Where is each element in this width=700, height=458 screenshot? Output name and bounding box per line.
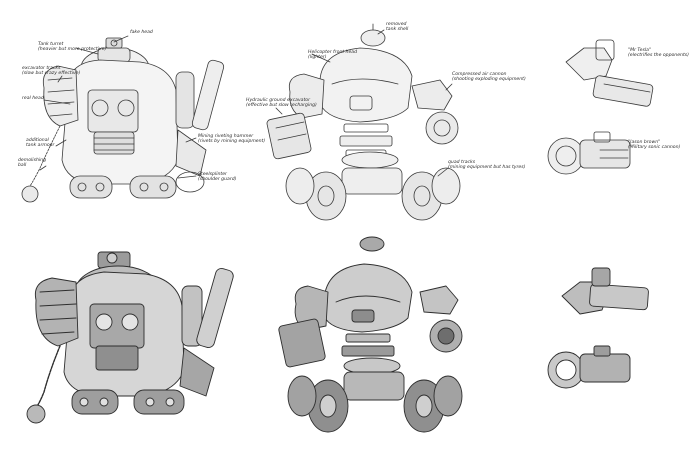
annotation-real-head: real head: [22, 96, 44, 101]
annotation-removed-tank-shell: removed tank shell: [386, 22, 409, 33]
exploded-view-sketch: [266, 23, 461, 221]
exploded-view-shaded: [278, 236, 463, 433]
annotation-fake-head: fake head: [130, 30, 153, 35]
annotation-jason-brown: "Jason brown" (Military sonic cannon): [628, 140, 681, 151]
weapon-sketches-top: [547, 39, 654, 175]
annotation-additional-tank-armour: additional tank armour: [26, 138, 55, 149]
annotation-quad-tracks: quad tracks (mining equipment but has ty…: [448, 160, 526, 171]
annotation-steelsplinter: Steelsplinter (shoulder guard): [198, 172, 237, 183]
annotation-mining-riveting-hammer: Mining riveting hammer (rivets by mining…: [198, 134, 266, 145]
annotation-demolishing-ball: demolishing ball: [18, 158, 46, 169]
tank-robot-shaded: [26, 251, 234, 424]
annotation-mr-tesla: "Mr Tesla" (electrifies the opponents): [628, 48, 689, 59]
annotation-compressed-air-cannon: Compressed air cannon (shooting explodin…: [452, 72, 526, 83]
annotation-excavator-tracks: excavator tracks (slow but crazy effecti…: [22, 66, 81, 77]
weapon-sketches-bottom: [547, 267, 649, 389]
tank-robot-sketch: [21, 35, 225, 203]
annotation-hydraulic-ground-excavator: Hydraulic ground excavator (effective bu…: [246, 98, 317, 109]
annotation-helicopter-front-head: Helicopter front head (lighter): [308, 50, 358, 61]
annotation-tank-turret: Tank turret (heavier but more protective…: [38, 42, 107, 53]
